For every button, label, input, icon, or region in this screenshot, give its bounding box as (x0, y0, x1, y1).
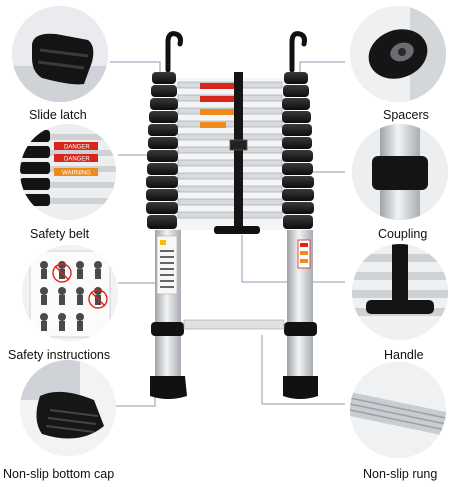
coupling-image (352, 124, 448, 220)
connector-non-slip-bottom-cap (115, 392, 156, 407)
sticker-danger-1: DANGER (64, 145, 90, 151)
label-non-slip-bottom-cap: Non-slip bottom cap (3, 467, 115, 481)
label-coupling: Coupling (378, 227, 428, 241)
label-safety-instructions: Safety instructions (8, 348, 111, 362)
non-slip-rung-image (350, 362, 446, 458)
label-safety-belt: Safety belt (30, 227, 90, 241)
handle-image (352, 244, 448, 340)
label-spacers: Spacers (383, 108, 429, 122)
safety-instructions-image (22, 245, 118, 341)
spacers-image (350, 6, 446, 102)
slide-latch-image (12, 6, 108, 102)
safety-belt-image: DANGER DANGER WARNING (20, 124, 116, 220)
connector-non-slip-rung (261, 335, 345, 405)
lower-section (150, 230, 318, 399)
label-slide-latch: Slide latch (29, 108, 87, 122)
upper-section (146, 72, 314, 234)
sticker-warning: WARNING (62, 171, 91, 177)
label-non-slip-rung: Non-slip rung (363, 467, 438, 481)
left-hook (165, 31, 183, 73)
right-hook (289, 31, 307, 73)
non-slip-bottom-cap-image (20, 360, 116, 456)
label-handle: Handle (384, 348, 424, 362)
sticker-danger-2: DANGER (64, 157, 90, 163)
